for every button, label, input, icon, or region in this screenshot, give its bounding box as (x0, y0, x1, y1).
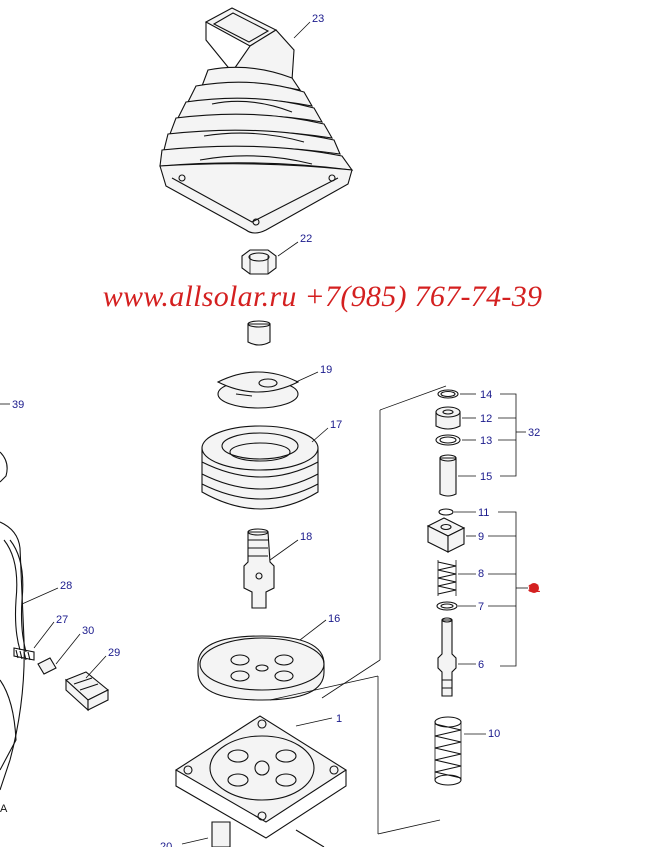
callout-12: 12 (480, 413, 492, 425)
callout-22: 22 (300, 233, 312, 245)
part-shaft-stub (247, 320, 271, 346)
callout-29: 29 (108, 647, 120, 659)
callout-28: 28 (60, 580, 72, 592)
callout-39: 39 (12, 399, 24, 411)
callout-1: 1 (336, 713, 342, 725)
watermark-text: www.allsolar.ru +7(985) 767-74-39 (102, 280, 543, 313)
part-22-nut (241, 249, 277, 275)
callout-8: 8 (478, 568, 484, 580)
part-6-stem (437, 617, 457, 697)
callout-23: 23 (312, 13, 324, 25)
callout-7: 7 (478, 601, 484, 613)
part-28-wire (3, 539, 27, 653)
part-27-terminal (13, 647, 35, 661)
callout-9: 9 (478, 531, 484, 543)
part-12-bushing (435, 406, 461, 430)
callout-15: 15 (480, 471, 492, 483)
part-9-block (426, 517, 466, 553)
part-19-washer (216, 371, 300, 409)
callout-A: A (0, 803, 8, 815)
part-17-housing (201, 425, 319, 510)
part-15-sleeve (439, 454, 457, 497)
callout-30: 30 (82, 625, 94, 637)
callout-20: 20 (160, 841, 172, 847)
callout-17: 17 (330, 419, 342, 431)
part-7-washer (436, 601, 458, 611)
part-10-spring (434, 716, 462, 786)
callout-10: 10 (488, 728, 500, 740)
part-18-plunger (243, 528, 275, 609)
callout-32: 32 (528, 427, 540, 439)
callout-19: 19 (320, 364, 332, 376)
part-14-oring (437, 389, 459, 399)
part-39-handle-body (0, 451, 25, 791)
part-29-connector (64, 671, 110, 712)
part-11-ring (438, 508, 454, 516)
part-13-oring (435, 434, 461, 446)
callout-11: 11 (478, 507, 489, 519)
callout-31: 31 (528, 583, 540, 595)
part-1-base (174, 715, 348, 847)
callout-6: 6 (478, 659, 484, 671)
part-16-plate (197, 635, 325, 701)
callout-18: 18 (300, 531, 312, 543)
callout-14: 14 (480, 389, 492, 401)
callout-13: 13 (480, 435, 492, 447)
part-23-boot (159, 7, 354, 234)
part-8-spring (437, 560, 457, 596)
callout-31-marker (529, 583, 539, 593)
callout-16: 16 (328, 613, 340, 625)
callout-27: 27 (56, 614, 68, 626)
part-30-clip (37, 657, 57, 675)
